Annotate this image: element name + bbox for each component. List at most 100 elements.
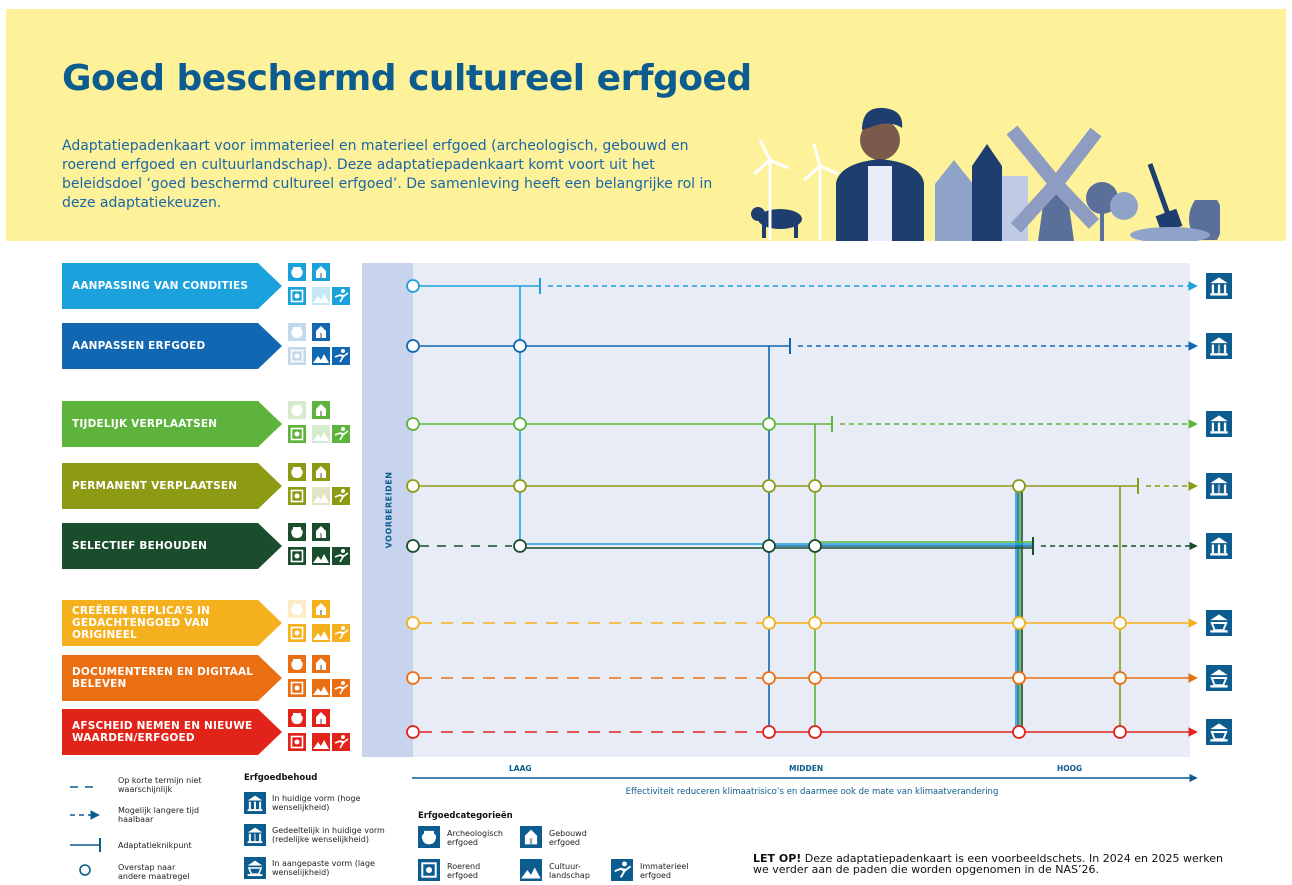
legend-conservation-title: Erfgoedbehoud [244,773,318,783]
land-icon [312,487,330,505]
legend-switch: Overstap naar andere maatregel [118,863,190,881]
house-icon [312,655,330,673]
frame-icon [288,733,306,751]
preparation-band [362,263,413,757]
frame-icon [288,547,306,565]
land-icon [312,733,330,751]
legend-categories-title: Erfgoedcategorieën [418,811,513,821]
heritage-category-icons [288,463,356,509]
measure-label: AANPASSEN ERFGOED [72,340,206,352]
dance-icon [332,733,350,751]
urn-icon [288,463,306,481]
land-icon [312,287,330,305]
legend-dashed-short: Op korte termijn niet waarschijnlijk [118,776,202,794]
dance-legend-icon [611,859,633,881]
page-description: Adaptatiepadenkaart voor immaterieel en … [62,138,713,211]
urn-icon [288,263,306,281]
urn-icon [288,655,306,673]
conservation-status-icon [1206,610,1232,636]
legend-tipping-point: Adaptatieknikpunt [118,841,192,850]
conservation-legend-icon [244,857,266,879]
x-level-low: LAAG [509,764,532,773]
land-icon [312,425,330,443]
conservation-legend-icon [244,792,266,814]
house-icon [312,709,330,727]
frame-legend-icon [418,859,440,881]
dance-icon [332,347,350,365]
measure-arrow: DOCUMENTEREN EN DIGITAAL BELEVEN [62,655,284,701]
measure-label: TIJDELIJK VERPLAATSEN [72,418,218,430]
frame-icon [288,487,306,505]
measure-label: PERMANENT VERPLAATSEN [72,480,238,492]
frame-icon [288,624,306,642]
frame-icon [288,425,306,443]
house-icon [312,463,330,481]
measure-label: AANPASSING VAN CONDITIES [72,280,249,292]
conservation-legend-text: In aangepaste vorm (lage wenselijkheid) [272,859,375,877]
measure-arrow: SELECTIEF BEHOUDEN [62,523,284,569]
house-icon [312,401,330,419]
x-axis-title: Effectiviteit reduceren klimaatrisico’s … [625,787,999,797]
dance-icon [332,425,350,443]
land-icon [312,679,330,697]
heritage-illustration [751,107,1220,241]
note-bold: LET OP! [753,852,802,865]
land-legend-icon [520,859,542,881]
legend-dashed-long: Mogelijk langere tijd haalbaar [118,806,200,824]
land-icon [312,624,330,642]
dance-icon [332,679,350,697]
dance-icon [332,547,350,565]
frame-icon [288,679,306,697]
urn-icon [288,600,306,618]
category-legend-text: Immaterieel erfgoed [640,862,689,880]
heritage-category-icons [288,523,356,569]
frame-icon [288,287,306,305]
urn-icon [288,401,306,419]
measure-arrow: AFSCHEID NEMEN EN NIEUWE WAARDEN/ERFGOED [62,709,284,755]
conservation-legend-icon [244,824,266,846]
measure-arrow: PERMANENT VERPLAATSEN [62,463,284,509]
category-legend-text: Archeologisch erfgoed [447,829,503,847]
conservation-status-icon [1206,473,1232,499]
conservation-status-icon [1206,273,1232,299]
heritage-category-icons [288,600,356,646]
dance-icon [332,487,350,505]
conservation-status-icon [1206,533,1232,559]
conservation-status-icon [1206,411,1232,437]
x-level-high: HOOG [1057,764,1083,773]
measure-label: AFSCHEID NEMEN EN NIEUWE WAARDEN/ERFGOED [72,720,253,744]
house-legend-icon [520,826,542,848]
x-level-mid: MIDDEN [789,764,824,773]
urn-icon [288,323,306,341]
house-icon [312,263,330,281]
category-legend-text: Roerend erfgoed [447,862,481,880]
category-legend-text: Cultuur-landschap [549,862,590,880]
conservation-legend-text: Gedeeltelijk in huidige vorm (redelijke … [272,826,385,844]
land-icon [312,347,330,365]
house-icon [312,523,330,541]
measure-arrow: TIJDELIJK VERPLAATSEN [62,401,284,447]
heritage-category-icons [288,263,356,309]
dance-icon [332,624,350,642]
conservation-legend-text: In huidige vorm (hoge wenselijkheid) [272,794,361,812]
heritage-category-icons [288,323,356,369]
category-legend-text: Gebouwd erfgoed [549,829,587,847]
dance-icon [332,287,350,305]
disclaimer-note: LET OP! Deze adaptatiepadenkaart is een … [753,853,1233,875]
measure-label: DOCUMENTEREN EN DIGITAAL BELEVEN [72,666,254,690]
measure-label: SELECTIEF BEHOUDEN [72,540,208,552]
page-title: Goed beschermd cultureel erfgoed [62,58,752,99]
note-text: Deze adaptatiepadenkaart is een voorbeel… [753,852,1223,876]
heritage-category-icons [288,655,356,701]
house-icon [312,323,330,341]
urn-legend-icon [418,826,440,848]
frame-icon [288,347,306,365]
measure-arrow: AANPASSEN ERFGOED [62,323,284,369]
urn-icon [288,523,306,541]
conservation-status-icon [1206,665,1232,691]
heritage-category-icons [288,401,356,447]
house-icon [312,600,330,618]
conservation-status-icon [1206,333,1232,359]
land-icon [312,547,330,565]
